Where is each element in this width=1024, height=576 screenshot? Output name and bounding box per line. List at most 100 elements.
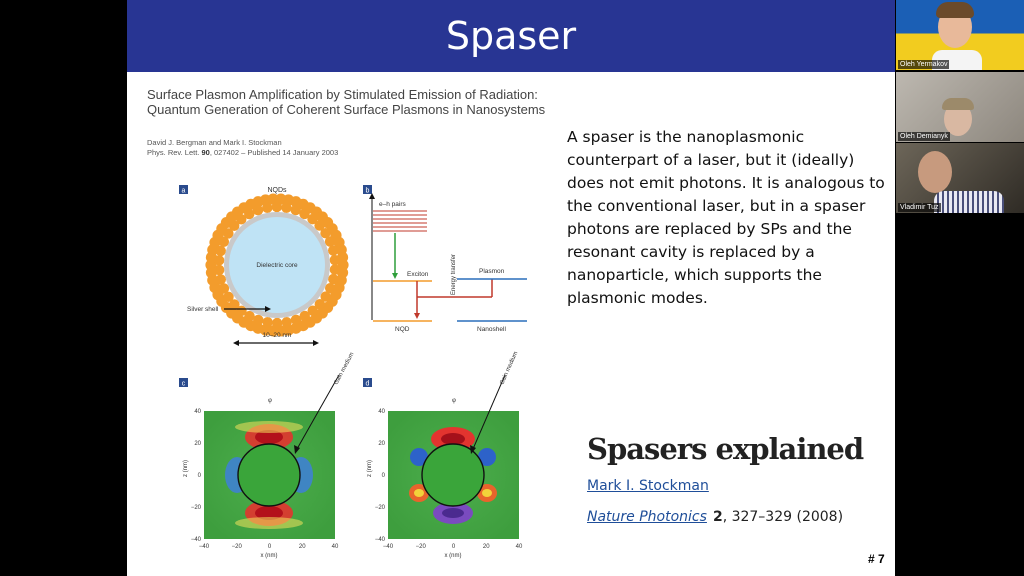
panel-b-label: b [366,188,370,195]
nqd-dot [223,228,234,239]
participant-name-2: Oleh Demianyk [898,132,950,141]
panel-d: d φ Gain medium z (nm) x (nm) 40 20 0 −20 −4… [363,351,523,559]
dielectric-core-label: Dielectric core [256,262,298,269]
slide-title-bar [127,0,895,72]
nqd-dot [328,273,339,285]
panel-c-phi: φ [268,398,272,404]
reference-pages: , 327–329 (2008) [722,509,844,525]
exciton-label: Exciton [407,271,429,278]
nqd-dot [215,274,227,285]
paper-pages: , 027402 – Published 14 January 2003 [209,148,339,157]
x-tick-label: 0 [268,544,272,550]
x-tick-label: 40 [332,544,339,550]
nqd-dot [281,316,292,328]
nqd-dot [215,245,226,257]
y-tick-label: 20 [378,441,385,447]
paper-authors: David J. Bergman and Mark I. Stockman [147,138,282,147]
panel-c-xlabel: x (nm) [261,553,278,559]
nqd-dot [262,202,273,214]
panel-c-ylabel: z (nm) [183,460,189,477]
nqd-dot [329,254,340,266]
participant-name-3: Vladimir Tuz [898,203,941,212]
eh-pair-levels [373,210,427,232]
nqds-label: NQDs [267,187,287,194]
y-tick-label: −20 [191,505,202,511]
eh-pairs-label: e–h pairs [379,201,406,208]
y-tick-label: 0 [382,473,386,479]
nqd-dot [320,291,331,302]
y-tick-label: 40 [378,409,385,415]
panel-d-phi: φ [452,398,456,404]
x-tick-label: 20 [483,544,490,550]
participant-hair [936,2,974,18]
x-tick-label: −40 [383,544,394,550]
nqd-dot [281,202,292,213]
nqd-dot [236,305,247,317]
panel-d-xlabel: x (nm) [445,553,462,559]
nqd-dot [218,283,230,294]
y-tick-label: −20 [375,505,386,511]
y-tick-label: −40 [375,537,386,543]
x-tick-label: 0 [452,544,456,550]
participant-name-1: Oleh Yermakov [898,60,950,69]
panel-d-label: d [366,381,370,388]
spaser-description: A spaser is the nanoplasmonic counterpar… [567,128,885,307]
panel-a: a NQDs Dielectric core Silver shell 10–2… [179,185,349,346]
panel-c-label: c [182,381,186,388]
nqd-dot [271,317,283,329]
energy-transfer-label: Energy transfer [451,254,457,295]
y-tick-label: −40 [191,537,202,543]
panel-b: b e–h pairs Exciton NQD Energy transfer [363,185,527,333]
nqd-dot [320,227,331,239]
nqd-dot [299,310,310,322]
slide-number: # 7 [868,552,885,566]
nqd-dot [307,213,318,225]
nqd-dot [214,264,225,276]
panel-c: c φ Gain medium z (nm) x (nm) 40200−20−4… [179,352,356,559]
nqd-dot [236,214,247,225]
y-tick-label: 0 [198,473,202,479]
paper-title: Surface Plasmon Amplification by Stimula… [147,87,546,117]
nqd-dot [327,245,339,256]
x-tick-label: −20 [232,544,243,550]
x-tick-label: 40 [516,544,523,550]
panel-d-gain-label: Gain medium [499,351,519,386]
nqd-dot [299,208,310,220]
nqd-dot [324,282,336,294]
slide: Spaser Surface Plasmon Amplification by … [127,0,895,576]
nqd-dot [290,204,301,216]
nqd-dot [324,236,336,247]
reference-journal-link[interactable]: Nature Photonics [587,509,707,525]
nqd-dot [329,264,341,275]
size-label: 10–20 nm [263,332,292,339]
participant-video-1[interactable]: Oleh Yermakov [896,0,1024,70]
nqd-label: NQD [395,326,410,333]
nqd-dot [223,291,234,303]
nqd-dot [229,220,240,232]
panel-d-ylabel: z (nm) [367,460,373,477]
nqd-dot [229,299,240,310]
nanoshell-label: Nanoshell [477,326,506,333]
panel-a-label: a [182,188,186,195]
participant-video-2[interactable]: Oleh Demianyk [896,72,1024,142]
nqd-dot [314,220,325,231]
nqd-dot [218,236,230,248]
participant-video-3[interactable]: Vladimir Tuz [896,143,1024,213]
nqd-dot [307,305,318,316]
reference-heading: Spasers explained [587,432,864,466]
nqd-dot [271,201,283,213]
reference-author-link[interactable]: Mark I. Stockman [587,478,709,494]
slide-title: Spaser [445,14,577,58]
nqd-dot [213,255,225,266]
panel-c-gain-label: Gain medium [333,352,355,386]
nqd-dot [314,298,325,310]
silver-shell-label: Silver shell [187,306,219,313]
plasmon-label: Plasmon [479,268,505,275]
participant-shirt [934,191,1004,213]
spaser-figure: a NQDs Dielectric core Silver shell 10–2… [179,185,527,559]
panel-d-y-ticks: 40 20 0 −20 −40 [375,409,386,543]
